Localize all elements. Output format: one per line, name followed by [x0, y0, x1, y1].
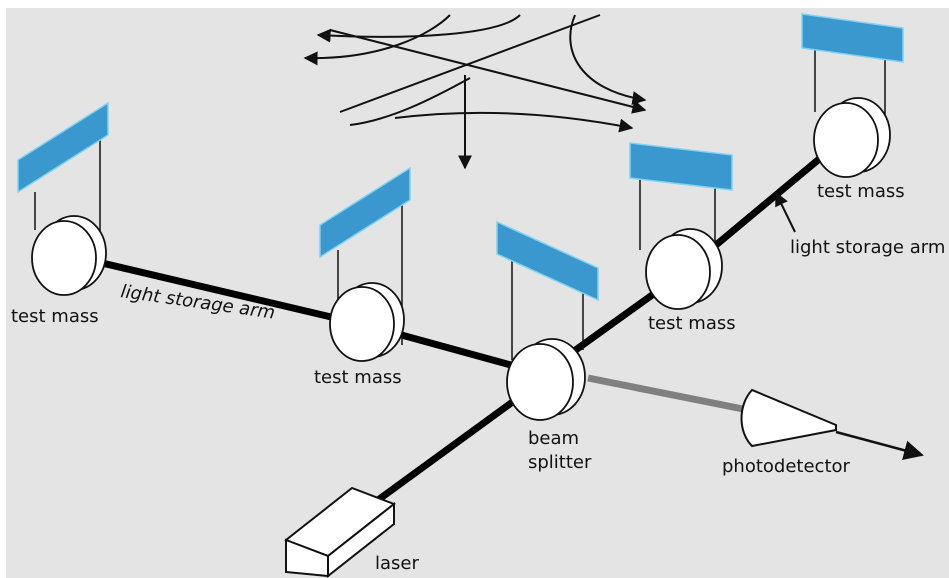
label-test-mass-far-right: test mass	[817, 181, 905, 202]
photodetector-device	[740, 388, 837, 448]
label-splitter: splitter	[528, 452, 592, 473]
test-mass-center-right	[645, 228, 723, 310]
label-test-mass-center-left: test mass	[314, 367, 402, 388]
test-mass-left	[31, 215, 107, 296]
plate-left	[17, 101, 109, 194]
label-light-storage-arm-right: light storage arm	[790, 237, 945, 258]
label-test-mass-left: test mass	[11, 306, 99, 327]
gravitational-wave-schematic	[303, 14, 647, 170]
beam-left-arm	[67, 251, 366, 329]
background-panel	[6, 8, 949, 578]
suspension-plates	[17, 13, 904, 302]
label-test-mass-center-right: test mass	[648, 313, 736, 334]
beam-output	[587, 374, 749, 414]
suspension-wires	[34, 44, 886, 360]
plate-beam-splitter	[496, 220, 599, 302]
beam-splitter	[506, 338, 586, 421]
laser-device	[283, 486, 397, 578]
plate-center-left	[319, 166, 411, 259]
label-laser: laser	[375, 553, 419, 574]
test-mass-center-left	[329, 282, 405, 362]
output-arrow	[835, 430, 924, 461]
label-photodetector: photodetector	[722, 456, 851, 477]
label-beam: beam	[528, 428, 579, 449]
test-mass-far-right	[813, 97, 891, 178]
plate-center-right	[629, 142, 733, 191]
plate-far-right	[801, 13, 904, 63]
arm-pointer-arrow	[775, 191, 796, 233]
